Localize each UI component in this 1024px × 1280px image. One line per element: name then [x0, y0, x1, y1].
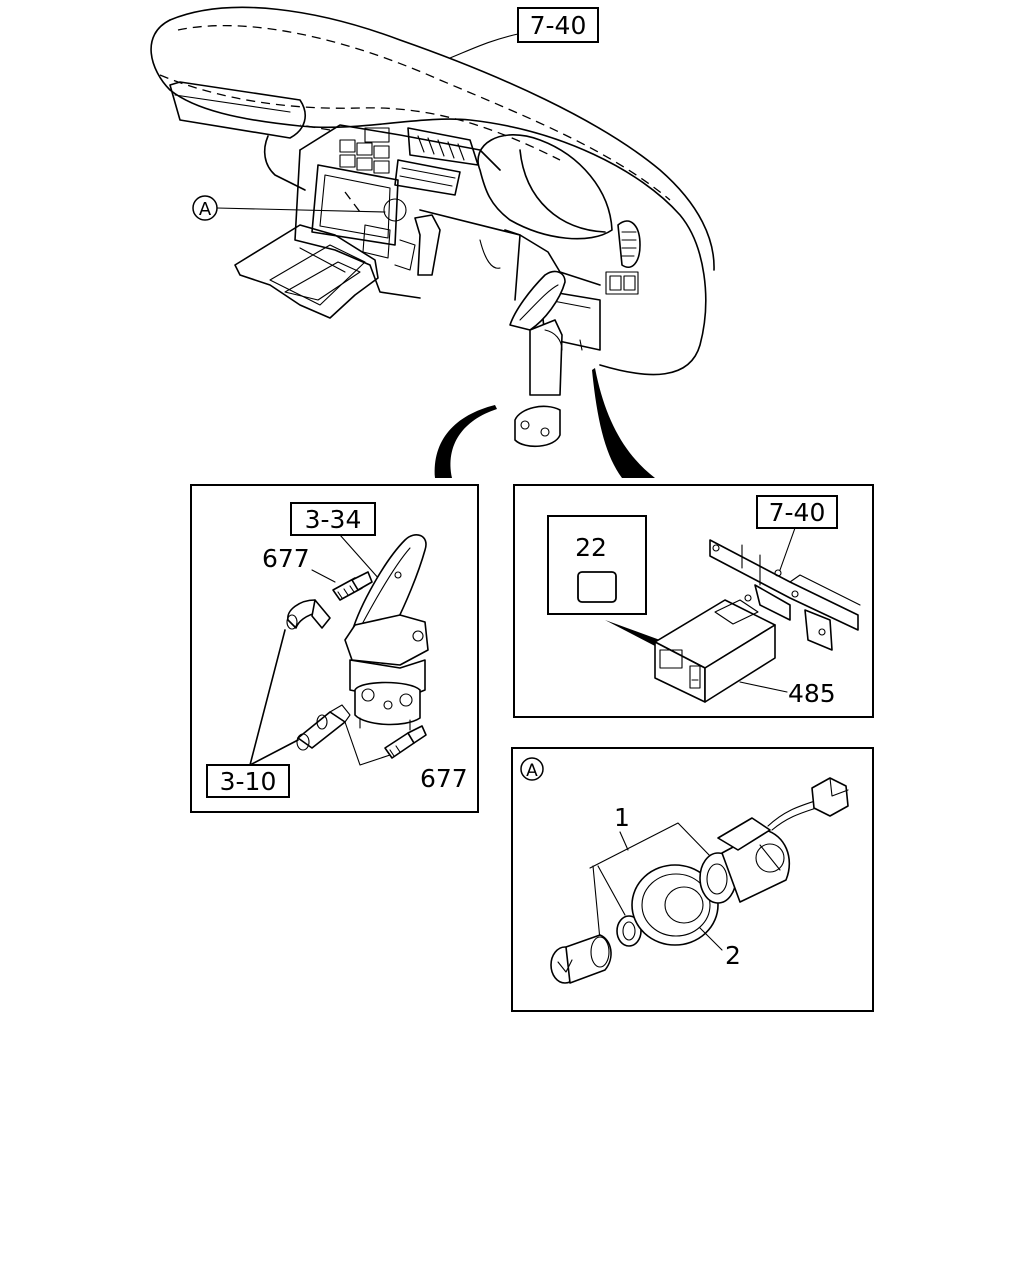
leader-22-to-unit [605, 620, 660, 646]
ref-7-40-top: 7-40 [530, 11, 587, 40]
panel-detail-a: A 1 2 [511, 747, 874, 1012]
leader-to-valve-panel [434, 405, 497, 478]
circle-a-top: A [199, 199, 212, 220]
part-485: 485 [788, 679, 836, 708]
panel-brake-valve: 3-34 677 677 [190, 484, 479, 813]
ref-7-40-top-callout: 7-40 [449, 7, 599, 59]
part-2: 2 [725, 941, 741, 970]
circle-a-panel: A [526, 761, 538, 781]
pedal-valve-assembly [509, 270, 566, 448]
part-677-upper: 677 [262, 544, 310, 573]
circle-a-top-callout: A [192, 195, 386, 221]
part-22: 22 [575, 533, 607, 562]
panel-control-unit: 22 485 7-40 [513, 484, 874, 718]
part-1: 1 [614, 803, 630, 832]
ref-3-10: 3-10 [220, 767, 277, 796]
ref-3-34: 3-34 [305, 505, 362, 534]
ref-7-40-panel: 7-40 [769, 498, 826, 527]
dashboard-assembly [150, 6, 715, 376]
leader-to-ecu-panel [592, 368, 655, 478]
part-677-lower: 677 [420, 764, 468, 793]
